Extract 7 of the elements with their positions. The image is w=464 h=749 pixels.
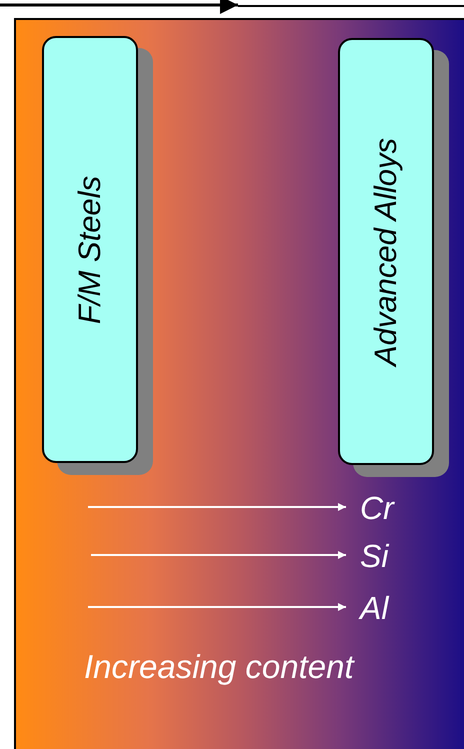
axis-caption: Increasing content	[84, 648, 354, 686]
arrow	[88, 603, 346, 611]
element-label: Al	[360, 590, 388, 626]
arrow	[88, 503, 346, 511]
element-label: Si	[360, 538, 388, 574]
element-label: Cr	[360, 490, 394, 526]
arrow	[91, 551, 346, 559]
